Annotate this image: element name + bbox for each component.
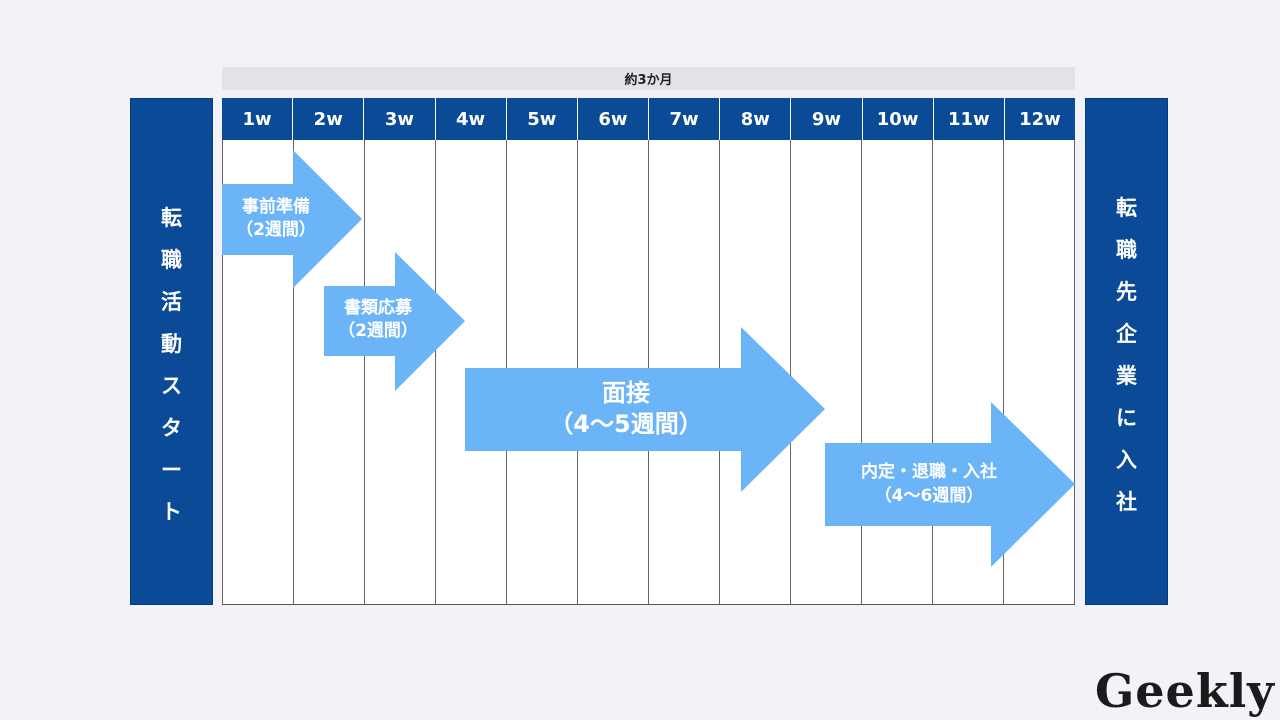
phase-label-interview: 面接 （4〜5週間） — [549, 378, 702, 440]
phase-label-application: 書類応募 （2週間） — [338, 297, 418, 343]
phase-arrow-preparation — [222, 150, 362, 288]
week-cell: 4w — [436, 98, 507, 140]
phase-duration: （4〜5週間） — [549, 410, 703, 438]
phase-arrow-application — [324, 252, 465, 391]
phase-name: 内定・退職・入社 — [861, 462, 997, 482]
week-cell: 1w — [222, 98, 294, 140]
grid-line — [861, 140, 862, 604]
start-char: 転 — [161, 206, 182, 230]
week-cell: 9w — [791, 98, 863, 140]
end-panel: 転 職 先 企 業 に 入 社 — [1085, 98, 1168, 605]
end-char: 先 — [1116, 280, 1137, 304]
phase-arrow-interview — [465, 327, 825, 492]
phase-duration: （2週間） — [236, 220, 316, 240]
end-char: 職 — [1116, 238, 1137, 262]
grid-line — [435, 140, 436, 604]
start-char: 職 — [161, 248, 182, 272]
grid-line — [222, 140, 223, 604]
start-char: タ — [161, 416, 182, 440]
start-char: ト — [161, 500, 182, 524]
grid-line — [932, 140, 933, 604]
end-char: 転 — [1116, 196, 1137, 220]
grid-line — [293, 140, 294, 604]
end-char: 社 — [1116, 490, 1137, 514]
grid-line — [790, 140, 791, 604]
phase-name: 事前準備 — [242, 197, 310, 217]
end-char: 入 — [1116, 448, 1137, 472]
start-panel: 転 職 活 動 ス タ ー ト — [130, 98, 213, 605]
week-cell: 7w — [649, 98, 721, 140]
phase-arrow-offer — [825, 402, 1075, 567]
end-char: に — [1116, 406, 1137, 430]
start-char: 活 — [161, 290, 182, 314]
start-char: ー — [161, 458, 182, 482]
week-cell: 2w — [293, 98, 365, 140]
phase-name: 面接 — [602, 379, 650, 407]
phase-duration: （4〜6週間） — [874, 486, 984, 506]
week-cell: 6w — [578, 98, 650, 140]
phase-name: 書類応募 — [344, 298, 412, 318]
phase-duration: （2週間） — [338, 321, 418, 341]
week-cell: 8w — [720, 98, 792, 140]
geekly-logo: Geekly — [1095, 664, 1275, 718]
week-cell: 10w — [863, 98, 934, 140]
end-char: 企 — [1116, 322, 1137, 346]
duration-label: 約3か月 — [222, 67, 1075, 90]
week-cell: 3w — [364, 98, 436, 140]
week-cell: 5w — [507, 98, 578, 140]
phase-label-offer: 内定・退職・入社 （4〜6週間） — [861, 460, 997, 508]
week-cell: 11w — [934, 98, 1005, 140]
start-char: ス — [161, 374, 182, 398]
grid-line — [364, 140, 365, 604]
grid-line — [1074, 140, 1075, 604]
grid-line — [1003, 140, 1004, 604]
phase-label-preparation: 事前準備 （2週間） — [236, 196, 316, 242]
week-cell: 12w — [1019, 108, 1061, 130]
week-header: 1w 2w 3w 4w 5w 6w 7w 8w 9w 10w 11w 12w — [222, 98, 1075, 140]
start-char: 動 — [161, 332, 182, 356]
end-char: 業 — [1116, 364, 1137, 388]
